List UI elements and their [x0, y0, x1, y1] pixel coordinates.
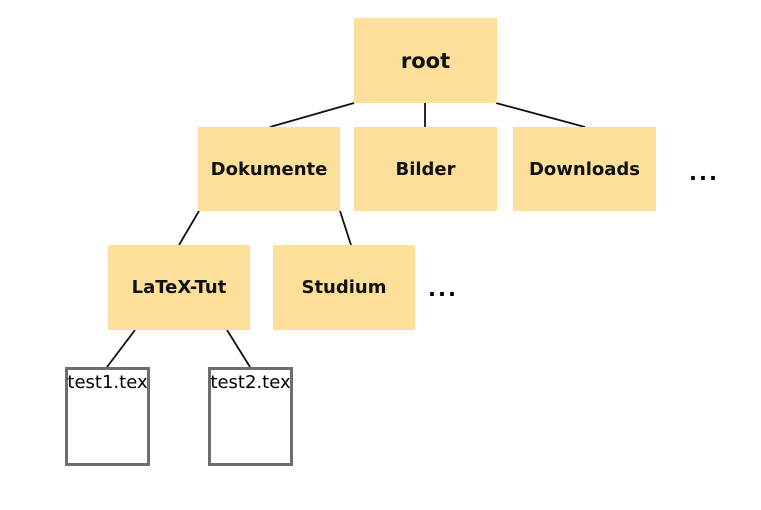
edge-latex-test2	[226, 329, 251, 368]
node-dokumente: Dokumente	[198, 127, 340, 211]
level3-ellipsis: ...	[428, 277, 458, 301]
edge-root-dokumente	[269, 102, 355, 128]
node-root-label: root	[400, 48, 451, 73]
edge-dokumente-studium	[339, 210, 352, 246]
node-file-test1-label: test1.tex	[67, 372, 148, 393]
level2-ellipsis: ...	[689, 161, 719, 185]
node-latex-tut-label: LaTeX-Tut	[131, 277, 227, 298]
node-file-test2-label: test2.tex	[210, 372, 291, 393]
edge-root-downloads	[495, 102, 586, 128]
edge-dokumente-latex	[178, 210, 200, 246]
node-downloads: Downloads	[513, 127, 656, 211]
node-studium: Studium	[273, 245, 415, 330]
node-downloads-label: Downloads	[528, 158, 641, 180]
node-dokumente-label: Dokumente	[210, 158, 328, 180]
node-bilder-label: Bilder	[395, 158, 456, 180]
edge-latex-test1	[106, 329, 136, 368]
node-bilder: Bilder	[354, 127, 497, 211]
node-root: root	[354, 18, 497, 103]
node-file-test2: test2.tex	[208, 367, 293, 466]
node-studium-label: Studium	[301, 277, 387, 298]
node-latex-tut: LaTeX-Tut	[108, 245, 250, 330]
node-file-test1: test1.tex	[65, 367, 150, 466]
